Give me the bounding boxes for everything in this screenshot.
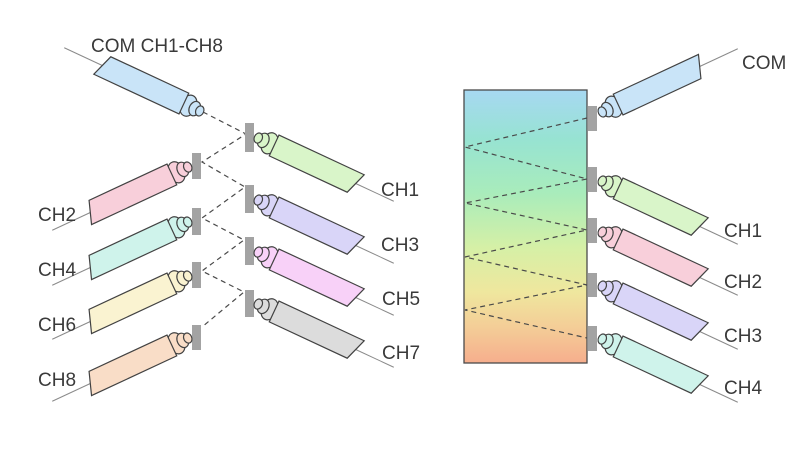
thin-film-filter-ch7 <box>245 290 254 317</box>
com-port-label-block: COM <box>742 53 786 74</box>
com-collimator-block <box>593 37 744 125</box>
ch4-port-label-block: CH4 <box>724 378 762 399</box>
ch4-port-label: CH4 <box>38 260 76 281</box>
ch3-port-label: CH3 <box>381 235 419 256</box>
ch3-port-label-block: CH3 <box>724 326 762 347</box>
ch1-port-label: CH1 <box>381 180 419 201</box>
cascade-mux-diagram: COM CH1-CH8 CH1 CH3 CH5 CH7 CH2 CH4 CH6 … <box>38 36 420 413</box>
block-filter-com <box>588 106 597 131</box>
thin-film-filter-ch6 <box>192 262 201 288</box>
ch7-port-label: CH7 <box>382 343 420 364</box>
ch8-port-label: CH8 <box>38 370 76 391</box>
block-filter-ch1 <box>588 167 597 192</box>
thin-film-filter-ch3 <box>245 185 254 213</box>
block-filter-ch4 <box>588 326 597 351</box>
ch1-port-label-block: CH1 <box>724 221 762 242</box>
block-filter-ch3 <box>588 273 597 297</box>
wdm-glass-block <box>463 89 588 364</box>
thin-film-filter-ch2 <box>192 153 201 179</box>
block-filter-ch2 <box>588 218 597 243</box>
thin-film-filter-ch5 <box>245 237 254 265</box>
thin-film-filter-ch4 <box>192 208 201 235</box>
ch4-collimator-block <box>593 326 744 414</box>
ch7-collimator <box>249 291 400 379</box>
ch2-port-label-block: CH2 <box>724 272 762 293</box>
ch5-port-label: CH5 <box>382 289 420 310</box>
block-mux-diagram: COM CH1 CH2 CH3 CH4 <box>463 37 786 414</box>
ch2-port-label: CH2 <box>38 205 76 226</box>
ch8-collimator <box>46 325 197 413</box>
ch6-port-label: CH6 <box>38 315 76 336</box>
beam-path-cascade <box>200 111 248 328</box>
thin-film-filter-ch8 <box>192 325 201 350</box>
thin-film-filter-ch1 <box>245 123 254 152</box>
com-port-label: COM CH1-CH8 <box>91 36 223 57</box>
